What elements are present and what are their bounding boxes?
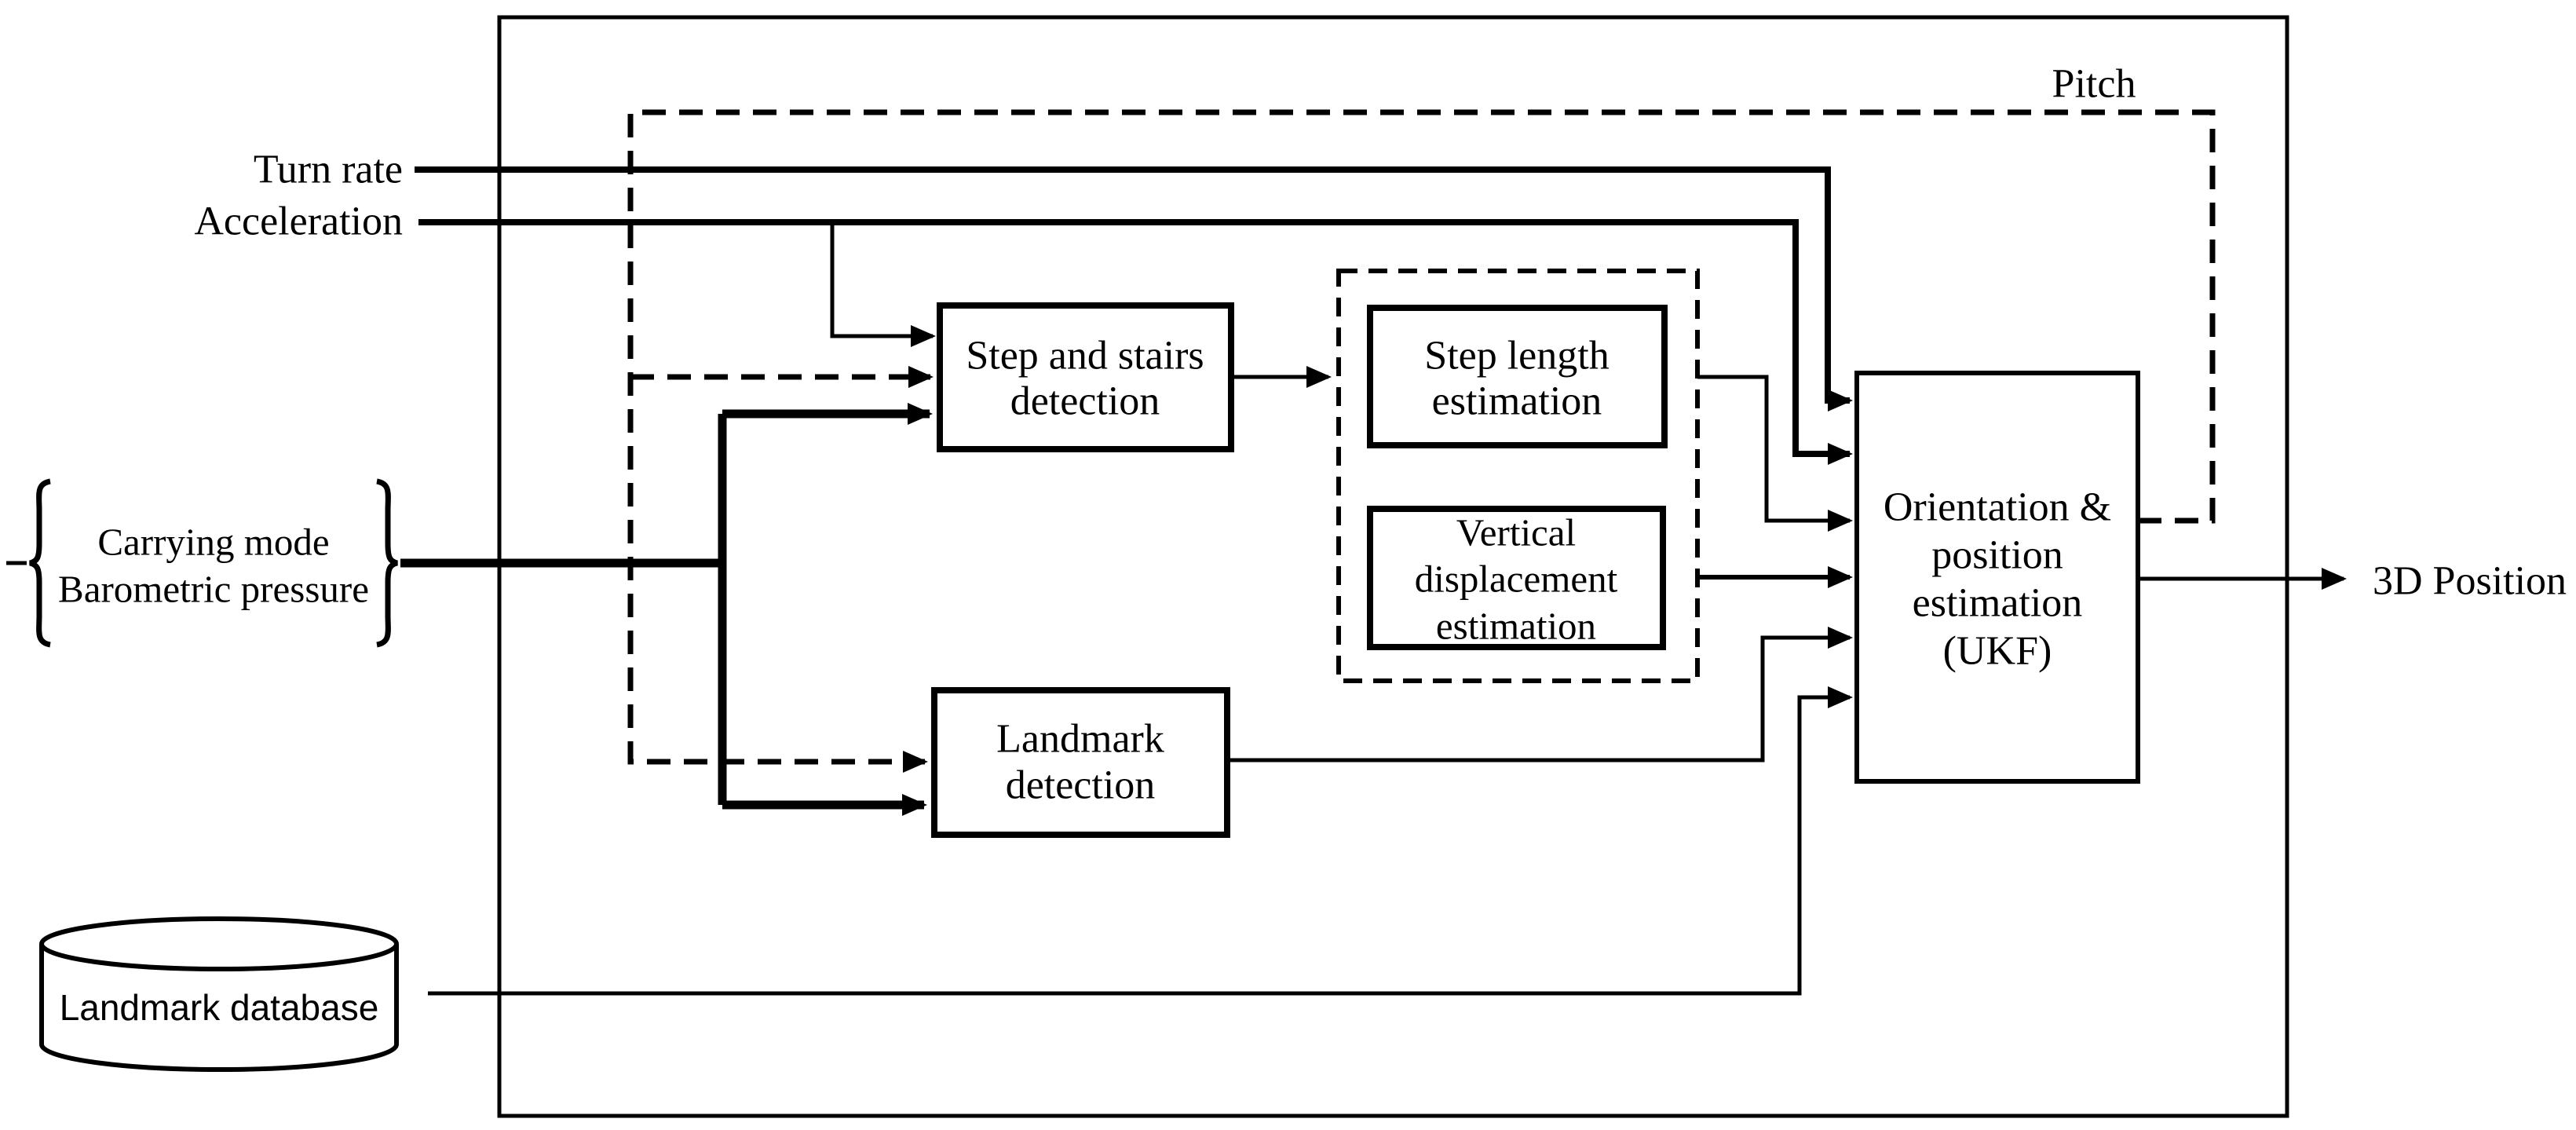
step-and-stairs-detection-label: detection — [1010, 379, 1160, 424]
vertical-displacement-label: Vertical — [1456, 511, 1576, 554]
step-length-estimation-box: Step length estimation — [1367, 305, 1668, 448]
step-and-stairs-detection-label: Step and stairs — [966, 334, 1204, 378]
landmark-detection-output-line — [1227, 627, 1853, 762]
ukf-label: position — [1931, 533, 2063, 578]
acceleration-line — [418, 219, 1853, 465]
step-and-stairs-detection-box: Step and stairs detection — [937, 302, 1234, 452]
cylinder-top-icon — [39, 916, 399, 971]
carrying-mode-label: Carrying mode — [97, 521, 329, 564]
turn-rate-label: Turn rate — [254, 148, 403, 192]
landmark-database-line — [428, 686, 1853, 996]
ukf-estimation-box: Orientation & position estimation (UKF) — [1854, 371, 2140, 784]
position-3d-label: 3D Position — [2373, 559, 2567, 604]
step-length-estimation-label: Step length — [1424, 334, 1609, 378]
cylinder-icon — [39, 944, 399, 1072]
left-brace-icon — [29, 478, 51, 648]
step-length-output-line — [1664, 375, 1853, 532]
turn-rate-line — [415, 166, 1853, 411]
vertical-displacement-label: estimation — [1436, 605, 1596, 648]
landmark-database-label: Landmark database — [60, 987, 379, 1028]
ukf-label: estimation — [1913, 581, 2083, 626]
acceleration-label: Acceleration — [194, 199, 403, 244]
landmark-detection-box: Landmark detection — [931, 687, 1230, 838]
ukf-label: (UKF) — [1943, 629, 2052, 674]
barometric-pressure-label: Barometric pressure — [58, 568, 369, 611]
vertical-displacement-label: displacement — [1415, 558, 1618, 601]
acceleration-branch-line — [830, 222, 936, 347]
right-brace-icon — [376, 478, 398, 648]
landmark-detection-label: Landmark — [996, 717, 1164, 762]
ukf-label: Orientation & — [1884, 485, 2111, 530]
step-length-estimation-label: estimation — [1432, 379, 1602, 424]
landmark-database-cylinder: Landmark database — [39, 916, 399, 1072]
pitch-feedback-dashed-line — [627, 109, 2216, 773]
landmark-detection-label: detection — [1006, 763, 1156, 808]
vertical-displacement-estimation-box: Vertical displacement estimation — [1367, 506, 1666, 650]
pitch-label: Pitch — [2052, 62, 2136, 107]
